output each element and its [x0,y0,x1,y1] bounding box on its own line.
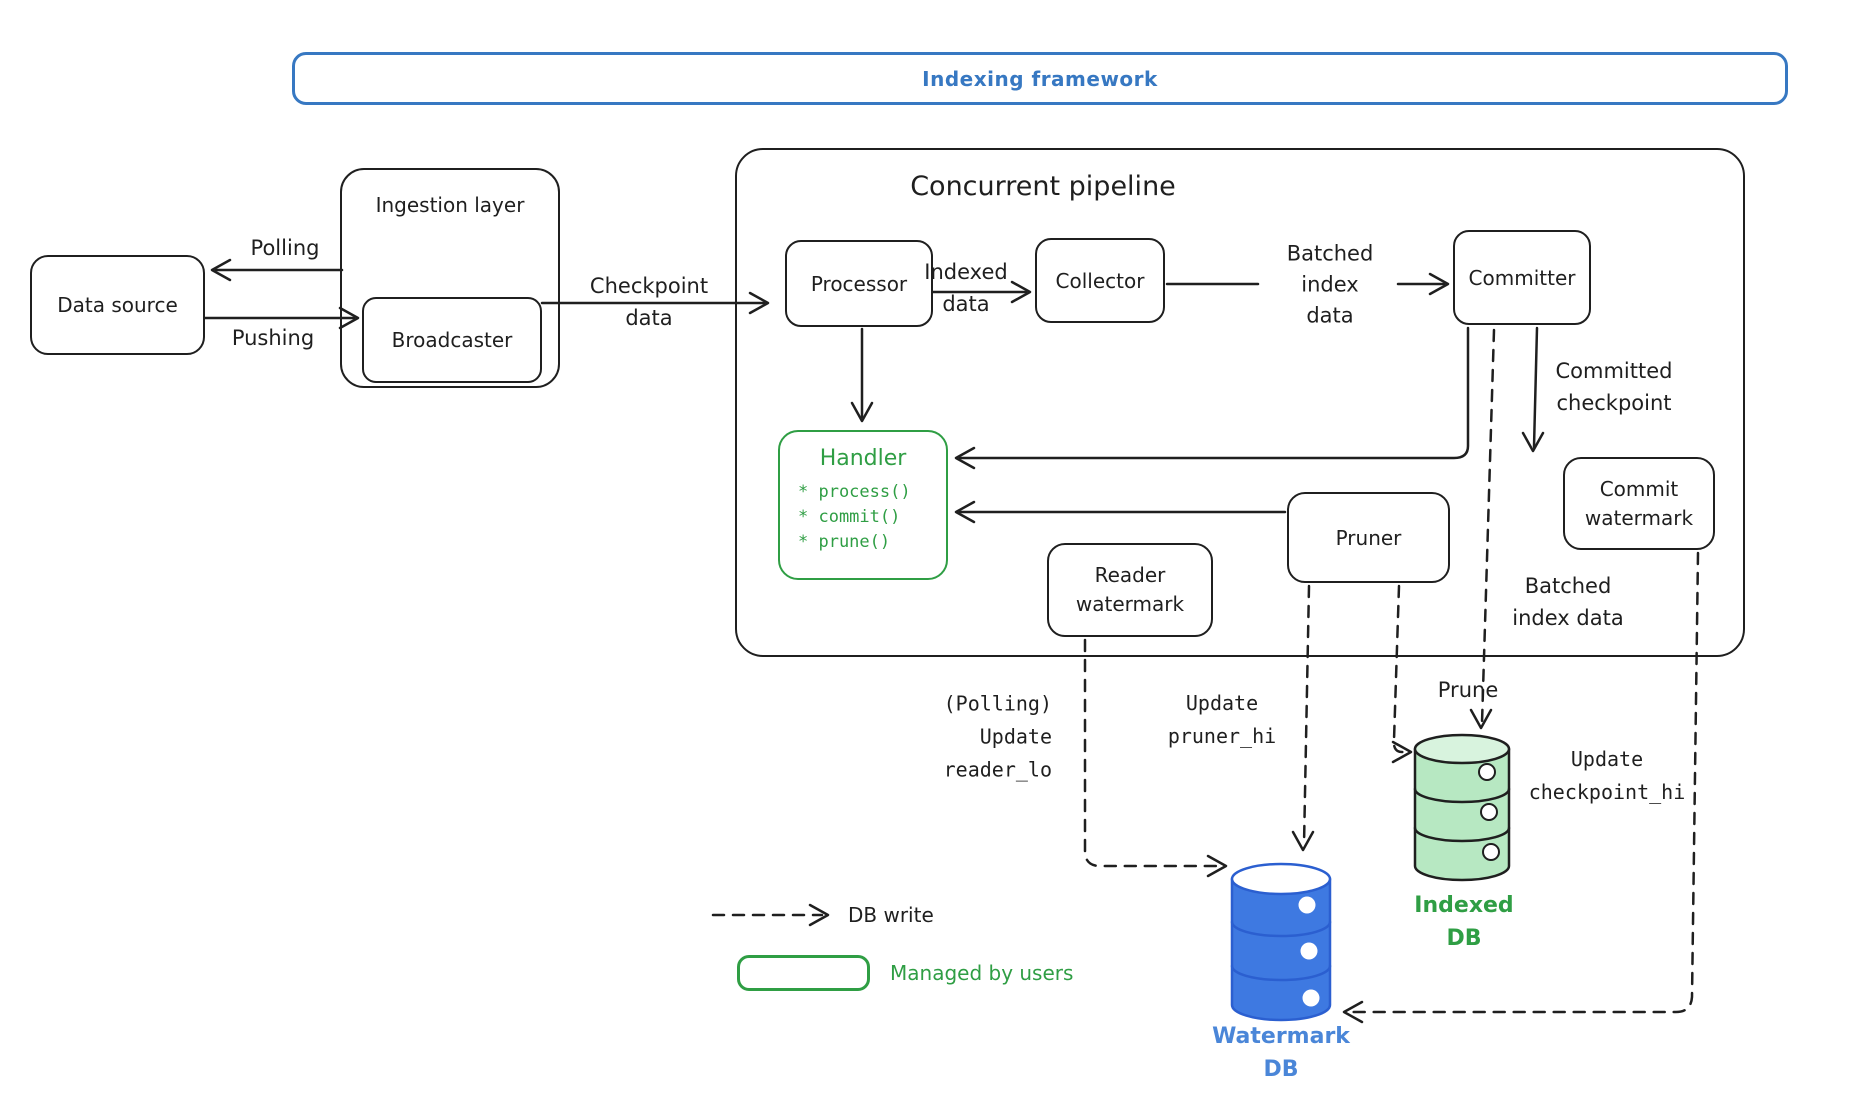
ingestion-layer-group: Ingestion layer [340,168,560,388]
committer-node: Committer [1453,230,1591,325]
checkpoint-data-arrow [540,291,770,315]
checkpoint-hi-arrowhead [1342,1000,1364,1024]
pruner-to-handler-arrow [954,500,1287,524]
indexed-db-cylinder [1413,733,1511,882]
prune-dashed-arrow [1392,584,1408,754]
checkpoint-data-label: Checkpoint data [589,274,709,330]
legend-arrowhead [808,903,830,927]
broadcaster-label: Broadcaster [391,328,513,352]
polling-label: Polling [250,236,320,260]
legend-managed-swatch [737,955,870,991]
batched-index-data-db-label: Batched index data [1509,570,1627,634]
concurrent-pipeline-group [735,148,1745,657]
handler-node: Handler * process() * commit() * prune() [778,430,948,580]
reader-lo-dashed-arrow [1083,638,1222,868]
indexed-data-arrow [931,280,1032,304]
concurrent-pipeline-title: Concurrent pipeline [910,171,1176,202]
committed-checkpoint-label: Committed checkpoint [1555,359,1673,415]
watermark-db-cylinder [1230,862,1332,1022]
commit-watermark-node: Commit watermark [1563,457,1715,550]
prune-arrowhead [1391,740,1413,764]
pruner-hi-dashed-arrow [1302,584,1311,847]
pruner-hi-label: Update pruner_hi [1167,691,1277,748]
pruner-hi-arrowhead [1291,830,1315,852]
handler-method-commit: * commit() [798,507,901,527]
prune-label: Prune [1437,678,1499,702]
pruner-node: Pruner [1287,492,1450,583]
reader-watermark-node: Reader watermark [1047,543,1213,637]
reader-lo-arrowhead [1206,854,1228,878]
pushing-arrow [203,306,360,330]
collector-label: Collector [1055,268,1145,293]
processor-label: Processor [810,271,908,296]
committer-label: Committer [1468,265,1576,290]
committer-to-handler-arrow [954,326,1470,470]
legend-db-write-label: DB write [848,903,934,927]
data-source-node: Data source [30,255,205,355]
handler-methods: * process() * commit() * prune() [798,480,911,555]
indexed-db-label: Indexed DB [1414,893,1514,951]
reader-lo-label: (Polling) Update reader_lo [943,691,1052,782]
pruner-label: Pruner [1335,525,1402,550]
batched-index-data-arrow [1165,272,1450,296]
handler-method-prune: * prune() [798,532,891,552]
processor-node: Processor [785,240,933,327]
data-source-label: Data source [57,293,178,317]
pushing-label: Pushing [231,326,315,350]
watermark-db-label: Watermark DB [1212,1024,1350,1082]
indexing-framework-banner: Indexing framework [292,52,1788,105]
checkpoint-hi-label: Update checkpoint_hi [1528,747,1686,804]
polling-arrow [210,258,344,282]
batched-db-arrowhead [1469,708,1493,730]
processor-to-handler-arrow [850,327,874,423]
collector-node: Collector [1035,238,1165,323]
ingestion-layer-label: Ingestion layer [375,193,525,217]
batched-index-data-label: Batched index data [1283,238,1377,332]
handler-title: Handler [819,446,907,471]
batched-db-dashed-line [1480,328,1496,725]
broadcaster-node: Broadcaster [362,297,542,383]
indexed-data-label: Indexed data [924,260,1008,316]
handler-method-process: * process() [798,482,911,502]
legend-managed-label: Managed by users [890,961,1074,985]
indexing-framework-title: Indexing framework [922,66,1158,91]
checkpoint-hi-dashed-arrow [1348,551,1700,1014]
committed-checkpoint-arrow [1521,326,1545,453]
